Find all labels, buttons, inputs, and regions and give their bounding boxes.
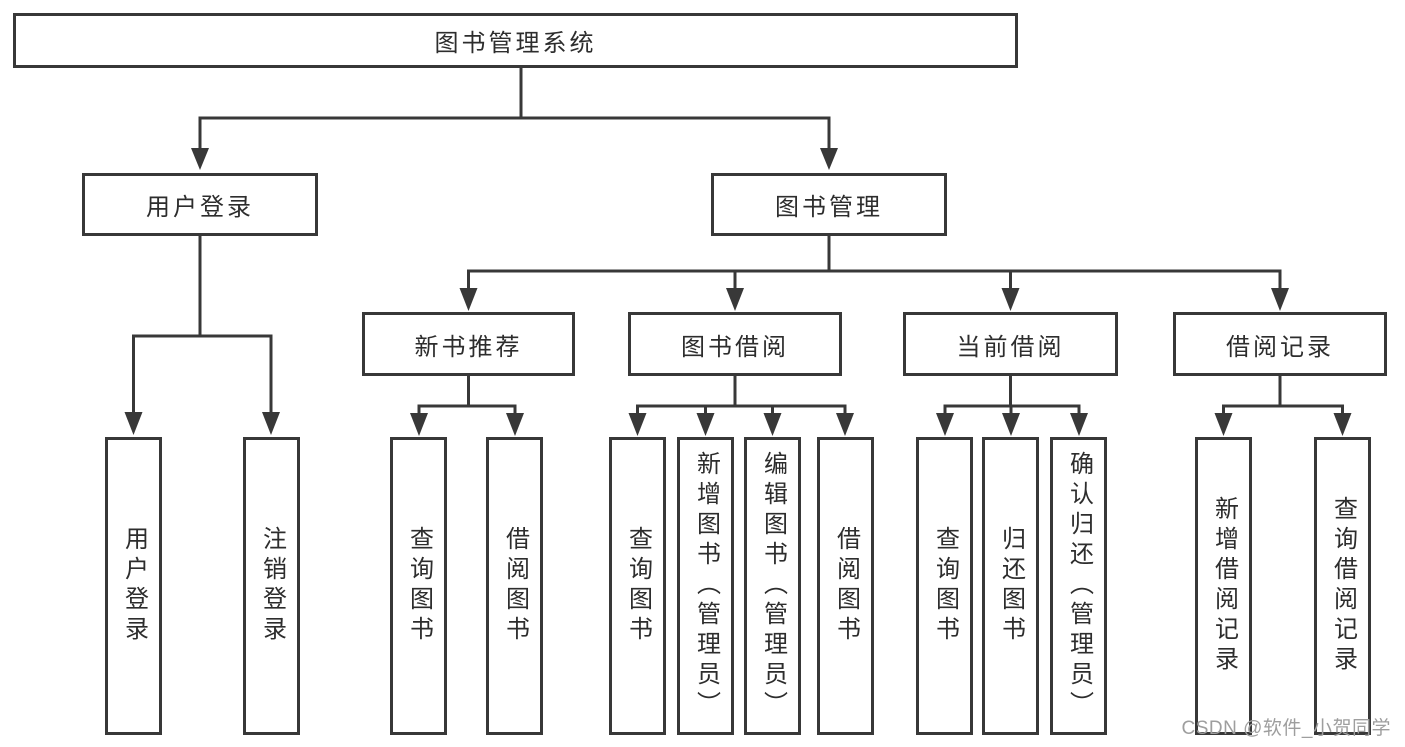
leaf-add-borrow-record: 新增借阅记录 bbox=[1195, 437, 1252, 735]
node-library-system: 图书管理系统 bbox=[13, 13, 1018, 68]
node-library-system-label: 图书管理系统 bbox=[434, 30, 597, 57]
leaf-add-book-admin: 新增图书（管理员） bbox=[677, 437, 734, 735]
csdn-watermark: CSDN @软件_小贺同学 bbox=[1181, 718, 1391, 739]
leaf-confirm-return-admin: 确认归还（管理员） bbox=[1050, 437, 1107, 735]
leaf-borrow-books: 借阅图书 bbox=[817, 437, 874, 735]
node-book-management-label: 图书管理 bbox=[775, 194, 883, 221]
leaf-query-books-current: 查询图书 bbox=[916, 437, 973, 735]
node-borrow-records-label: 借阅记录 bbox=[1226, 333, 1334, 361]
leaf-borrow-books-recommend: 借阅图书 bbox=[486, 437, 543, 735]
node-borrow-records: 借阅记录 bbox=[1173, 312, 1387, 376]
leaf-return-book: 归还图书 bbox=[982, 437, 1039, 735]
leaf-user-login: 用户登录 bbox=[105, 437, 162, 735]
leaf-edit-book-admin: 编辑图书（管理员） bbox=[744, 437, 801, 735]
node-current-borrow-label: 当前借阅 bbox=[956, 333, 1065, 361]
leaf-query-books-borrow: 查询图书 bbox=[609, 437, 666, 735]
leaf-logout: 注销登录 bbox=[243, 437, 300, 735]
node-current-borrow: 当前借阅 bbox=[903, 312, 1118, 376]
leaf-query-borrow-record: 查询借阅记录 bbox=[1314, 437, 1371, 735]
node-book-management: 图书管理 bbox=[711, 173, 947, 236]
node-new-book-recommend: 新书推荐 bbox=[362, 312, 575, 376]
leaf-query-books-recommend: 查询图书 bbox=[390, 437, 447, 735]
node-new-book-recommend-label: 新书推荐 bbox=[414, 333, 523, 361]
node-user-login-label: 用户登录 bbox=[146, 194, 254, 221]
node-user-login: 用户登录 bbox=[82, 173, 318, 236]
arrowheads bbox=[124, 148, 1352, 436]
node-book-borrow: 图书借阅 bbox=[628, 312, 842, 376]
node-book-borrow-label: 图书借阅 bbox=[681, 333, 789, 361]
